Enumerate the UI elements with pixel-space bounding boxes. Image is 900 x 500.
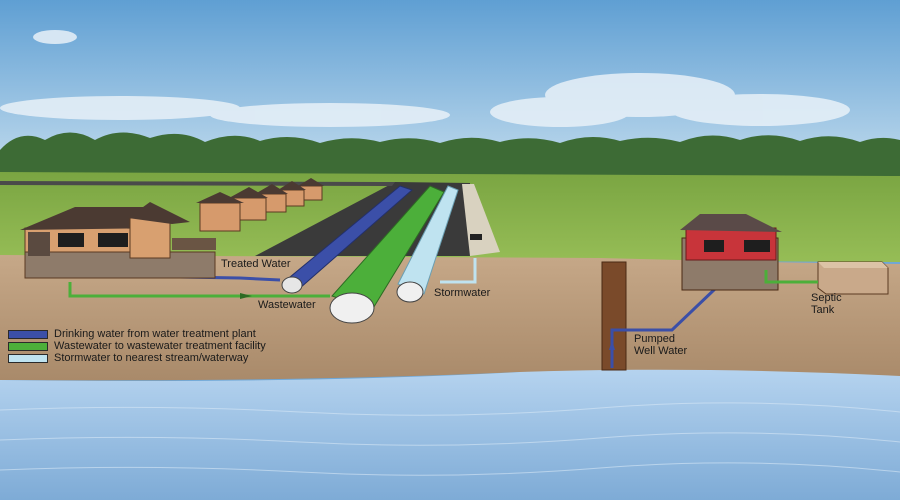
legend-text-stormwater: Stormwater to nearest stream/waterway xyxy=(54,352,249,364)
treated-water-label: Treated Water xyxy=(221,258,291,270)
septic-tank xyxy=(817,261,889,295)
main-house xyxy=(20,202,216,279)
stormwater-label: Stormwater xyxy=(434,287,491,299)
wastewater-arrow xyxy=(240,293,252,299)
groundwater xyxy=(0,369,900,500)
legend-item-drinking: Drinking water from water treatment plan… xyxy=(8,328,266,340)
legend-swatch-stormwater xyxy=(8,353,48,363)
red-house xyxy=(680,214,782,291)
soil xyxy=(0,255,900,381)
legend-text-drinking: Drinking water from water treatment plan… xyxy=(54,328,256,340)
wastewater-label: Wastewater xyxy=(258,299,316,311)
well-casing xyxy=(601,261,627,371)
stormwater-pipe xyxy=(397,185,459,295)
water-ripples xyxy=(0,402,900,476)
tree-line xyxy=(0,132,900,180)
stormwater-line xyxy=(440,258,477,284)
legend-swatch-wastewater xyxy=(8,341,48,351)
septic-line xyxy=(764,270,818,284)
legend-text-wastewater: Wastewater to wastewater treatment facil… xyxy=(54,340,266,352)
clouds xyxy=(0,30,850,127)
septic-tank-label-2: Tank xyxy=(811,304,835,316)
septic-tank-label-1: Septic xyxy=(811,292,842,304)
house-row xyxy=(196,178,324,232)
pumped-well-label-1: Pumped xyxy=(634,333,675,345)
pumped-well-label-2: Well Water xyxy=(634,345,688,357)
legend-swatch-drinking xyxy=(8,329,48,339)
legend-item-wastewater: Wastewater to wastewater treatment facil… xyxy=(8,340,266,352)
legend: Drinking water from water treatment plan… xyxy=(8,328,266,364)
storm-drain xyxy=(470,234,482,240)
legend-item-stormwater: Stormwater to nearest stream/waterway xyxy=(8,352,266,364)
